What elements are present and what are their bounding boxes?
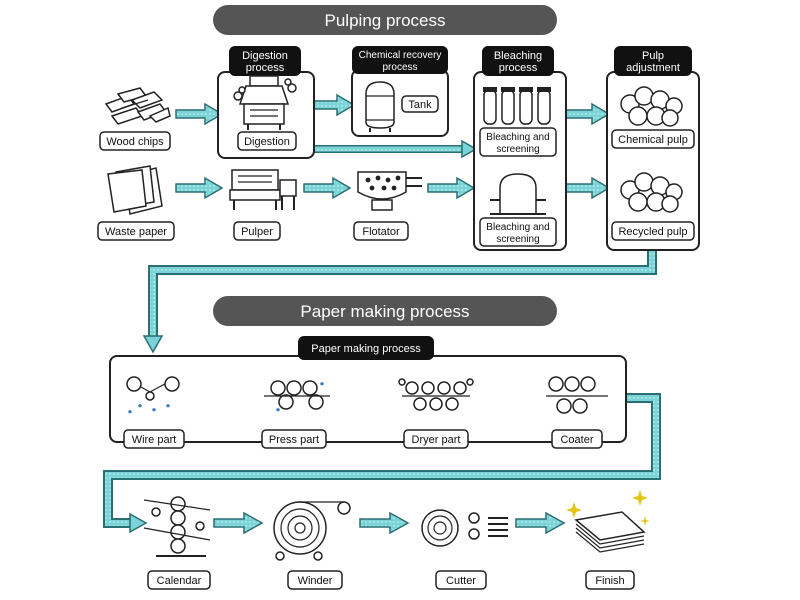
flow-connector-digestion-to-bleaching: [314, 139, 478, 159]
label-calendar: Calendar: [147, 570, 211, 590]
arrow-wastepaper-to-pulper: [175, 176, 224, 200]
label-recycled-pulp: Recycled pulp: [611, 221, 695, 241]
arrow-bleaching-to-chemical-pulp: [562, 102, 611, 126]
pulper-icon: [229, 169, 297, 210]
label-bleaching-screening-1: Bleaching and screening: [479, 127, 557, 157]
winder-icon: [273, 501, 351, 561]
label-tank: Tank: [401, 95, 439, 113]
pulper-text: Pulper: [241, 226, 273, 238]
label-cutter: Cutter: [435, 570, 487, 590]
arrow-woodchips-to-digestion: [175, 102, 224, 126]
recycled-pulp-text: Recycled pulp: [618, 226, 687, 238]
calendar-icon: [143, 496, 211, 557]
tank-icon: [365, 81, 395, 132]
flotator-text: Flotator: [362, 226, 400, 238]
paper-making-process-title: Paper making process: [213, 296, 557, 326]
flow-connector-pulping-to-paper: [142, 250, 657, 354]
recovery-tab-line2: process: [382, 62, 417, 73]
label-pulper: Pulper: [233, 221, 281, 241]
pulp-tab-line1: Pulp: [642, 50, 664, 62]
bleaching-2-line2: screening: [496, 234, 539, 245]
label-wire-part: Wire part: [123, 429, 185, 449]
finish-icon: [566, 490, 650, 553]
paper-making-group: Paper making process: [109, 336, 627, 443]
bleaching-1-line2: screening: [496, 144, 539, 155]
dryer-part-icon: [398, 378, 474, 411]
flow-connector-coater-to-calendar: [103, 393, 661, 534]
winder-text: Winder: [298, 575, 333, 587]
flotator-icon: [357, 171, 422, 211]
arrow-winder-to-cutter: [359, 511, 410, 535]
press-part-icon: [264, 380, 330, 412]
coater-icon: [546, 376, 608, 414]
label-coater: Coater: [551, 429, 603, 449]
coater-text: Coater: [560, 434, 593, 446]
tank-text: Tank: [408, 99, 432, 111]
pulp-tab-line2: adjustment: [626, 62, 680, 74]
bleaching-2-line1: Bleaching and: [486, 222, 549, 233]
bleaching-tab-line2: process: [499, 62, 538, 74]
bleaching-tab-line1: Bleaching: [494, 50, 542, 62]
finish-text: Finish: [595, 575, 624, 587]
label-bleaching-screening-2: Bleaching and screening: [479, 217, 557, 247]
wood-chips-text: Wood chips: [106, 136, 164, 148]
wood-chips-icon: [104, 87, 171, 125]
dryer-part-text: Dryer part: [412, 434, 461, 446]
paper-title-text: Paper making process: [300, 302, 469, 321]
waste-paper-icon: [107, 165, 163, 215]
digester-icon: [233, 75, 297, 130]
bleaching-tubes-icon: [483, 87, 551, 125]
label-waste-paper: Waste paper: [97, 221, 175, 241]
recycled-pulp-icon: [620, 172, 683, 213]
digestion-tab-line1: Digestion: [242, 50, 288, 62]
chemical-pulp-text: Chemical pulp: [618, 134, 688, 146]
label-finish: Finish: [585, 570, 635, 590]
calendar-text: Calendar: [157, 575, 202, 587]
cutter-text: Cutter: [446, 575, 476, 587]
label-digestion: Digestion: [237, 131, 297, 151]
label-winder: Winder: [287, 570, 343, 590]
wire-part-icon: [126, 376, 180, 414]
label-flotator: Flotator: [353, 221, 409, 241]
wire-part-text: Wire part: [132, 434, 177, 446]
label-dryer-part: Dryer part: [403, 429, 469, 449]
label-press-part: Press part: [261, 429, 327, 449]
digestion-text: Digestion: [244, 136, 290, 148]
paper-making-tab: Paper making process: [311, 343, 421, 355]
pulping-title-text: Pulping process: [325, 11, 446, 30]
pulping-process-title: Pulping process: [213, 5, 557, 35]
bleaching-1-line1: Bleaching and: [486, 132, 549, 143]
digestion-tab-line2: process: [246, 62, 285, 74]
arrow-pulper-to-flotator: [303, 176, 352, 200]
arrow-cutter-to-finish: [515, 511, 566, 535]
waste-paper-text: Waste paper: [105, 226, 167, 238]
bleaching-dome-icon: [490, 173, 546, 215]
label-wood-chips: Wood chips: [99, 131, 171, 151]
arrow-calendar-to-winder: [213, 511, 264, 535]
arrow-bleaching-to-recycled-pulp: [562, 176, 611, 200]
recovery-tab-line1: Chemical recovery: [359, 50, 442, 61]
press-part-text: Press part: [269, 434, 319, 446]
label-chemical-pulp: Chemical pulp: [611, 129, 695, 149]
arrow-flotator-to-bleaching: [427, 176, 476, 200]
cutter-icon: [421, 509, 508, 547]
chemical-pulp-icon: [620, 86, 683, 127]
